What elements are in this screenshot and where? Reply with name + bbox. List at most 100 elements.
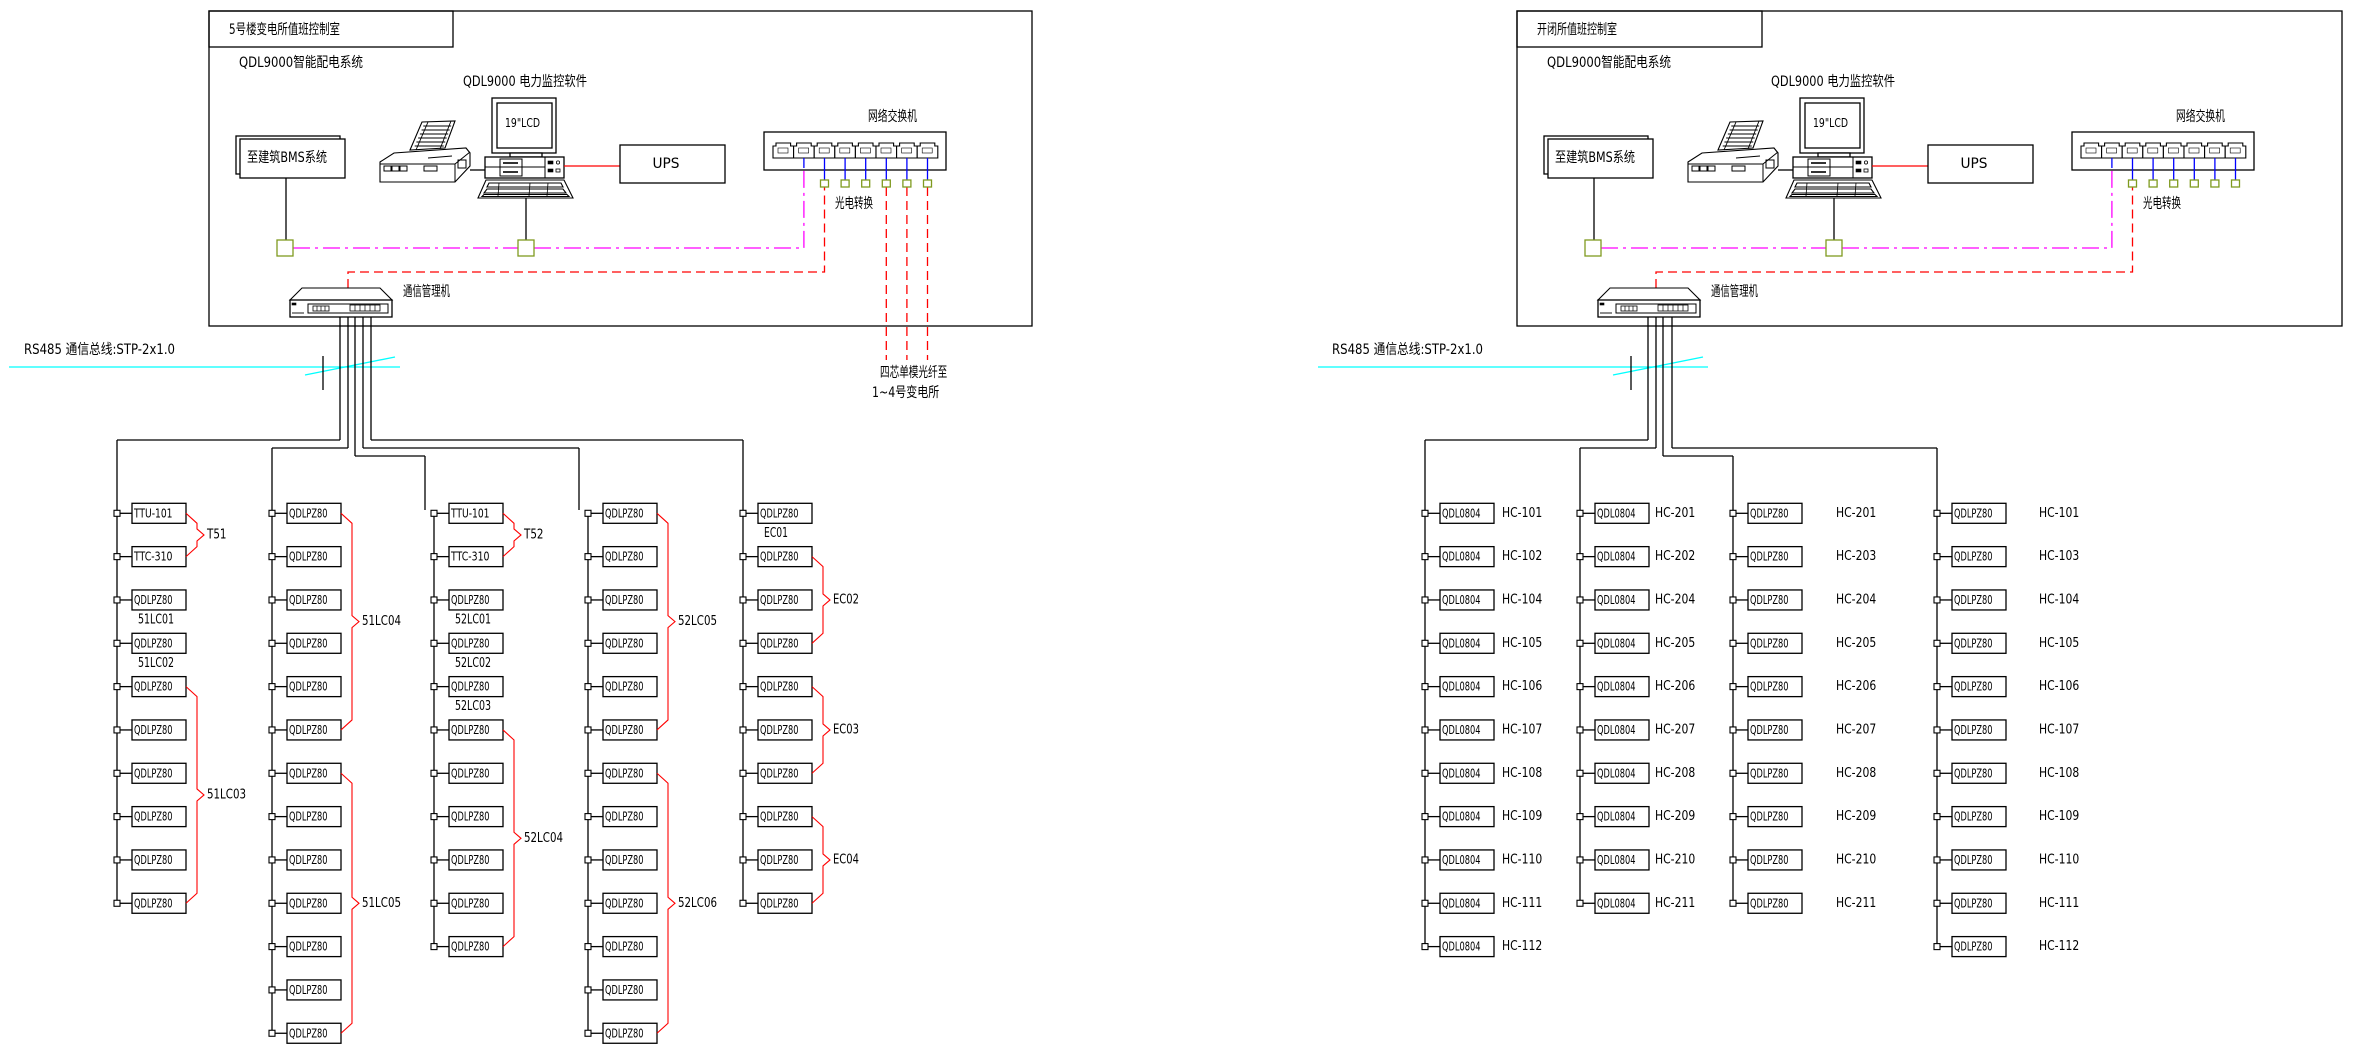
device: TTC-310: [113, 545, 187, 568]
device-tag: HC-104: [2039, 592, 2079, 607]
device-model: QDLPZ80: [451, 766, 490, 780]
device-model: QDLPZ80: [605, 723, 644, 737]
device-tag: HC-112: [2039, 939, 2079, 954]
device-box: [1747, 502, 1803, 524]
group-bracket: [811, 686, 831, 774]
device: QDLPZ80: [430, 762, 504, 784]
device-column-5: QDLPZ80EC01QDLPZ80QDLPZ80QDLPZ80QDLPZ80Q…: [370, 317, 859, 914]
connector-terminal: [1933, 596, 1941, 604]
device-box: [1747, 545, 1803, 568]
connector-terminal: [1421, 553, 1429, 561]
device-model: QDLPZ80: [605, 940, 644, 954]
device-tag: HC-205: [1655, 636, 1695, 651]
device: QDLPZ80: [584, 1022, 658, 1044]
device-box: [286, 892, 342, 914]
device: QDLPZ80: [268, 545, 342, 568]
comm-manager-top: [288, 287, 394, 301]
device: QDLPZ80: [584, 762, 658, 784]
fiber-label: 1~4号变电所: [872, 385, 939, 401]
device-model: QDLPZ80: [1954, 810, 1993, 824]
monitor-screen: [496, 102, 553, 149]
device-model: QDLPZ80: [289, 766, 328, 780]
connector-terminal: [584, 813, 592, 821]
device-tag: HC-109: [2039, 809, 2079, 824]
switch-port: [854, 142, 877, 159]
device-model: QDLPZ80: [760, 766, 799, 780]
device: QDLPZ80: [268, 892, 342, 914]
device-model: QDLPZ80: [760, 853, 799, 867]
device: TTU-101: [430, 502, 504, 524]
connector-terminal: [1729, 856, 1737, 864]
connector-terminal: [268, 509, 276, 517]
connector-terminal: [113, 769, 121, 777]
connector-terminal: [739, 509, 747, 517]
keyboard-key-divider: [546, 182, 549, 197]
device-model: QDL0804: [1597, 680, 1636, 694]
connector-terminal: [113, 813, 121, 821]
connector-terminal: [1576, 769, 1584, 777]
device-box: [1439, 805, 1495, 828]
software-title: QDL9000 电力监控软件: [1771, 74, 1895, 90]
connector-terminal: [739, 813, 747, 821]
device-model: QDLPZ80: [134, 896, 173, 910]
printer-button: [399, 165, 408, 172]
device-box: [1594, 762, 1650, 784]
connector-terminal: [1421, 769, 1429, 777]
system-title: QDL9000智能配电系统: [239, 55, 363, 71]
bms-network-connector: [1584, 239, 1602, 257]
device-tag: HC-107: [1502, 722, 1542, 737]
connector-terminal: [113, 899, 121, 907]
connector-terminal: [268, 856, 276, 864]
connector-terminal: [268, 596, 276, 604]
comm-manager-label: 通信管理机: [1711, 284, 1758, 300]
group-label: T51: [206, 527, 226, 542]
connector-terminal: [1933, 813, 1941, 821]
connector-terminal: [268, 943, 276, 951]
group-bracket: [185, 686, 205, 904]
device-tag: HC-107: [2039, 722, 2079, 737]
device-model: TTC-310: [450, 550, 489, 564]
connector-terminal: [584, 596, 592, 604]
device-box: [1439, 762, 1495, 784]
workstation-icon: 19"LCD: [1785, 97, 1882, 199]
device: QDLPZ80: [268, 849, 342, 871]
connector-terminal: [430, 856, 438, 864]
switch-label: 网络交换机: [868, 108, 917, 125]
connector-terminal: [584, 1029, 592, 1037]
device-box: [1747, 892, 1803, 914]
connector-terminal: [1933, 726, 1941, 734]
keyboard-key-divider: [1805, 182, 1808, 197]
connector-terminal: [113, 509, 121, 517]
device-tag: HC-110: [2039, 852, 2079, 867]
comm-manager-logo: [1599, 302, 1605, 306]
connector-terminal: [1729, 813, 1737, 821]
device-box: [131, 849, 187, 871]
group-bracket: [811, 816, 831, 904]
device-model: QDL0804: [1442, 940, 1481, 954]
device-box: [1439, 675, 1495, 698]
device-model: QDLPZ80: [289, 506, 328, 520]
connector-terminal: [584, 509, 592, 517]
device: QDLPZ80: [584, 502, 658, 524]
device: QDLPZ80: [739, 805, 813, 828]
device-box: [1594, 719, 1650, 741]
optical-converter-label: 光电转换: [835, 195, 873, 212]
device-tag: HC-101: [1502, 506, 1542, 521]
printer-button: [423, 165, 438, 172]
device-model: QDLPZ80: [134, 680, 173, 694]
workstation-network-connector: [517, 239, 535, 257]
monitor-label: 19"LCD: [505, 116, 540, 130]
connector-terminal: [1729, 596, 1737, 604]
